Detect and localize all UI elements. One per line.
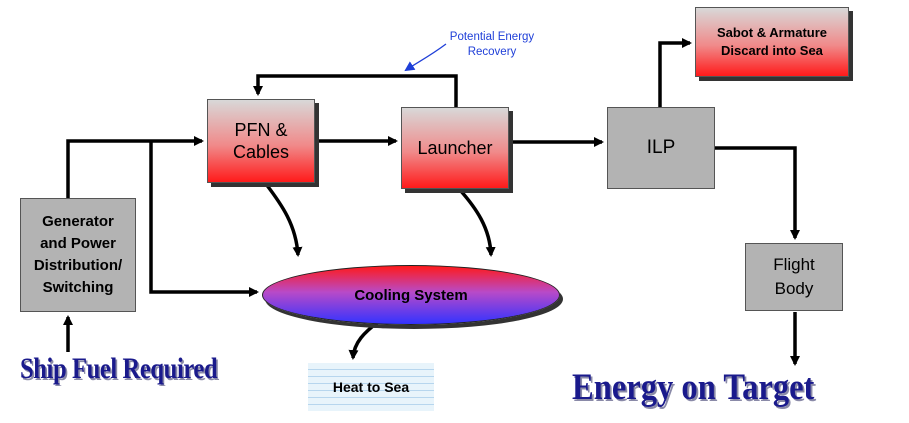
flight-body-label: Flight Body <box>773 255 815 298</box>
arrow-recovery-pointer <box>404 43 447 72</box>
sabot-discard-box: Sabot & Armature Discard into Sea <box>695 7 849 77</box>
cooling-system-ellipse: Cooling System <box>262 265 560 325</box>
arrow-generator-to-pfn <box>66 136 204 198</box>
potential-energy-recovery-label: Potential Energy Recovery <box>449 31 535 58</box>
energy-on-target-title: Energy on Target <box>572 367 815 408</box>
pfn-cables-box: PFN & Cables <box>207 99 315 183</box>
heat-to-sea-label: Heat to Sea <box>332 379 410 395</box>
arrow-ilp-to-sabot <box>658 38 692 107</box>
heat-to-sea-box: Heat to Sea <box>308 363 434 411</box>
arrow-launcher-to-cooling <box>458 188 496 257</box>
arrow-ilp-to-flight-body <box>715 146 800 240</box>
ilp-box: ILP <box>607 107 715 189</box>
launcher-box: Launcher <box>401 107 509 189</box>
arrow-pfn-to-cooling <box>264 182 303 257</box>
flight-body-box: Flight Body <box>745 243 843 311</box>
cooling-system-label: Cooling System <box>354 286 468 304</box>
pfn-cables-label: PFN & Cables <box>232 120 290 162</box>
arrow-generator-to-cooling <box>149 141 259 297</box>
arrow-recovery-loop <box>253 74 458 107</box>
ship-fuel-required-title: Ship Fuel Required <box>20 352 218 385</box>
generator-box: Generator and Power Distribution/ Switch… <box>20 198 136 312</box>
launcher-label: Launcher <box>417 137 493 158</box>
ilp-label: ILP <box>646 137 676 158</box>
arrow-cooling-to-heat <box>348 320 380 360</box>
generator-label: Generator and Power Distribution/ Switch… <box>33 213 123 296</box>
sabot-discard-label: Sabot & Armature Discard into Sea <box>716 25 828 58</box>
